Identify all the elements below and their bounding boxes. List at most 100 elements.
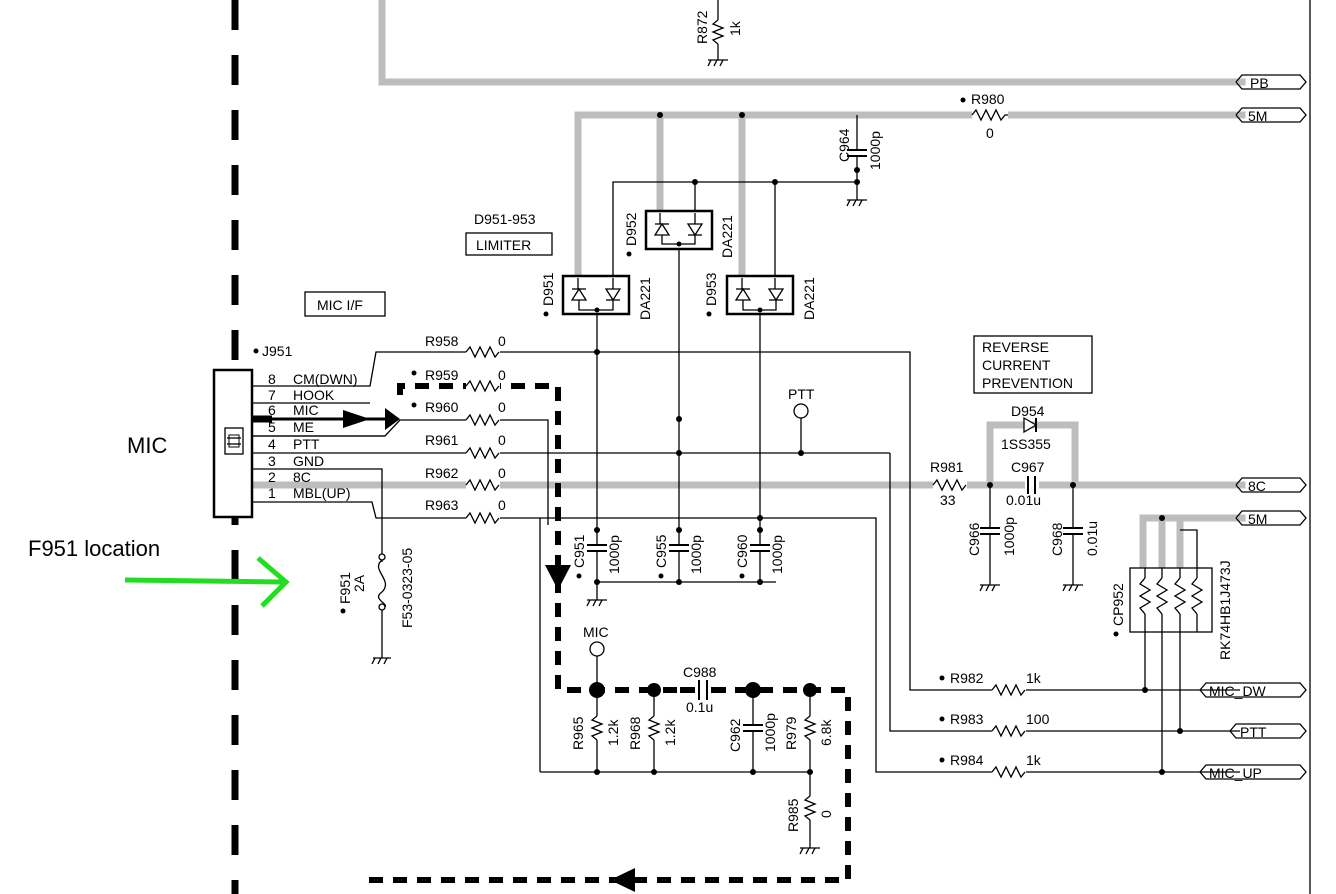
svg-text:R962: R962 [425, 465, 459, 481]
svg-text:0: 0 [498, 465, 506, 481]
f951-location-callout: F951 location [28, 536, 290, 608]
svg-text:D952: D952 [623, 212, 639, 246]
pin-name: MIC [293, 402, 319, 418]
pin-name: PTT [293, 436, 320, 452]
fuse-f951: F951 2A F53-0323-05 [337, 548, 415, 665]
capacitor-c966: C966 1000p [966, 482, 1017, 592]
svg-text:1000p: 1000p [762, 713, 778, 752]
pin-name: HOOK [293, 387, 335, 403]
resistor-r983: R983 100 [939, 711, 1050, 738]
capacitor-c960: C960 1000p [734, 527, 785, 585]
pin-number: 7 [268, 387, 276, 403]
svg-text:PTT: PTT [788, 386, 815, 402]
svg-text:R968: R968 [627, 716, 643, 750]
pin-number: 5 [268, 419, 276, 435]
svg-text:C951: C951 [571, 534, 587, 568]
svg-text:REVERSE: REVERSE [982, 339, 1049, 355]
resistor-r963: R963 0 [425, 497, 506, 525]
connector-j951: J951 [212, 343, 293, 519]
svg-text:1.2k: 1.2k [605, 719, 621, 746]
fuse-part: F53-0323-05 [399, 548, 415, 628]
resistor-r981: R981 33 [930, 459, 967, 508]
svg-text:1000p: 1000p [688, 535, 704, 574]
j951-label: J951 [262, 343, 293, 359]
port-ptt: PTT [1229, 723, 1307, 740]
svg-text:R980: R980 [971, 91, 1005, 107]
pin-labels: 8 CM(DWN) 7 HOOK 6 MIC 5 ME 4 PTT 3 GND … [268, 371, 358, 501]
svg-text:0.01u: 0.01u [1084, 521, 1100, 556]
pin-number: 6 [268, 402, 276, 418]
resistor-r984: R984 1k [939, 752, 1042, 779]
resistor-r958: R958 0 [425, 333, 506, 359]
resistor-r980: R980 0 [960, 91, 1008, 141]
svg-text:R982: R982 [950, 670, 984, 686]
limiter-label: LIMITER [476, 237, 531, 253]
capacitor-c988: C988 0.1u [680, 664, 726, 715]
pin-wires [252, 351, 1240, 773]
fuse-rating: 2A [351, 574, 367, 592]
svg-text:R965: R965 [570, 716, 586, 750]
diode-d951: D951 DA221 [540, 272, 653, 320]
svg-text:DA221: DA221 [719, 215, 735, 258]
pin-name: CM(DWN) [293, 371, 358, 387]
svg-text:R958: R958 [425, 333, 459, 349]
svg-text:1k: 1k [1026, 670, 1042, 686]
mic-signal-path [252, 383, 851, 892]
svg-text:R984: R984 [950, 752, 984, 768]
capacitor-c955: C955 1000p [653, 527, 704, 585]
ptt-test-point: PTT [788, 386, 815, 456]
mic-test-point: MIC [583, 624, 609, 690]
svg-text:1000p: 1000p [867, 131, 883, 170]
resistor-r985: R985 0 [785, 795, 834, 855]
svg-text:C988: C988 [683, 664, 717, 680]
svg-text:1.2k: 1.2k [662, 719, 678, 746]
svg-text:R961: R961 [425, 432, 459, 448]
svg-text:1k: 1k [1026, 752, 1042, 768]
capacitor-c964: C964 1000p [836, 115, 883, 207]
svg-text:C968: C968 [1049, 522, 1065, 556]
fuse-ref: F951 [337, 572, 353, 604]
pin-name: ME [293, 419, 314, 435]
svg-text:PB: PB [1250, 75, 1269, 91]
svg-text:1000p: 1000p [1001, 517, 1017, 556]
svg-text:5M: 5M [1248, 511, 1267, 527]
svg-text:C960: C960 [734, 534, 750, 568]
svg-text:R872: R872 [694, 10, 710, 44]
svg-text:CP952: CP952 [1110, 583, 1126, 626]
capacitor-c951: C951 1000p [571, 527, 622, 607]
svg-text:6.8k: 6.8k [818, 719, 834, 746]
svg-text:R960: R960 [425, 399, 459, 415]
mic-if-label: MIC I/F [317, 297, 363, 313]
svg-text:33: 33 [940, 492, 956, 508]
limiter-group-ref: D951-953 [474, 211, 536, 227]
svg-text:C966: C966 [966, 522, 982, 556]
resistor-r961: R961 0 [425, 432, 506, 460]
svg-text:MIC: MIC [583, 624, 609, 640]
port-mic-up: MIC_UP [1199, 764, 1307, 781]
svg-text:0: 0 [498, 432, 506, 448]
resistor-r968: R968 1.2k [627, 690, 678, 775]
pin-name: MBL(UP) [293, 485, 351, 501]
resistor-r872: R872 1k [694, 0, 743, 67]
svg-text:RK74HB1J473J: RK74HB1J473J [1217, 560, 1233, 660]
capacitor-c967: C967 0.01u [1006, 459, 1045, 508]
svg-text:R963: R963 [425, 497, 459, 513]
svg-text:CURRENT: CURRENT [982, 357, 1051, 373]
svg-text:R959: R959 [425, 367, 459, 383]
mic-big-label: MIC [127, 433, 167, 458]
svg-text:0: 0 [498, 367, 506, 383]
f951-location-label: F951 location [28, 536, 160, 561]
diode-d952: D952 DA221 [623, 209, 735, 258]
capacitor-c962: C962 1000p [727, 690, 778, 775]
svg-text:R979: R979 [783, 716, 799, 750]
port-pb: PB [1235, 74, 1307, 91]
svg-text:0: 0 [498, 497, 506, 513]
svg-text:C955: C955 [653, 534, 669, 568]
svg-text:R981: R981 [930, 459, 964, 475]
pin-name: GND [293, 453, 324, 469]
port-8c: 8C [1235, 477, 1307, 494]
svg-text:C967: C967 [1011, 459, 1045, 475]
svg-text:1000p: 1000p [606, 535, 622, 574]
port-mic-dw: MIC_DW [1199, 682, 1307, 699]
svg-text:MIC_DW: MIC_DW [1209, 683, 1267, 699]
